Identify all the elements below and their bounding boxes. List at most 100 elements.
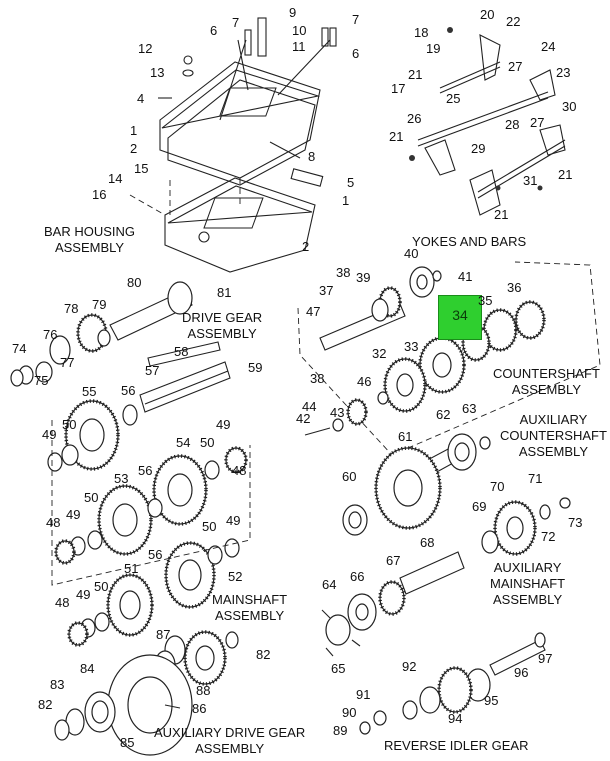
- caption-line: ASSEMBLY: [54, 240, 125, 255]
- callout-number: 36: [507, 280, 522, 295]
- callout-number: 48: [55, 595, 70, 610]
- callout-number: 77: [60, 355, 75, 370]
- callout-number: 91: [356, 687, 371, 702]
- caption-yokes-and-bars: YOKES AND BARS: [412, 234, 526, 250]
- callout-number: 49: [66, 507, 81, 522]
- callout-number: 62: [436, 407, 451, 422]
- callout-number: 59: [248, 360, 263, 375]
- callout-number: 9: [289, 5, 297, 20]
- callout-number: 25: [446, 91, 461, 106]
- callout-number: 41: [458, 269, 473, 284]
- callout-number: 10: [292, 23, 307, 38]
- callout-number: 29: [471, 141, 486, 156]
- callout-number: 35: [478, 293, 493, 308]
- callout-number: 47: [306, 304, 321, 319]
- callout-number: 28: [505, 117, 520, 132]
- callout-number: 82: [256, 647, 271, 662]
- callout-number: 56: [121, 383, 136, 398]
- callout-number: 1: [342, 193, 350, 208]
- caption-line: REVERSE IDLER GEAR: [384, 738, 529, 753]
- callout-number: 86: [192, 701, 207, 716]
- callout-number: 56: [138, 463, 153, 478]
- caption-line: ASSEMBLY: [215, 608, 285, 623]
- callout-number: 15: [134, 161, 149, 176]
- callout-number: 38: [310, 371, 325, 386]
- callout-number: 58: [174, 344, 189, 359]
- highlighted-part-marker[interactable]: 34: [438, 295, 482, 340]
- callout-number: 32: [372, 346, 387, 361]
- callout-number: 50: [94, 579, 109, 594]
- callout-number: 95: [484, 693, 499, 708]
- callout-number: 87: [156, 627, 171, 642]
- caption-line: ASSEMBLY: [518, 444, 588, 459]
- callout-number: 21: [558, 167, 573, 182]
- caption-mainshaft: MAINSHAFT ASSEMBLY: [212, 592, 287, 624]
- callout-number: 68: [420, 535, 435, 550]
- callout-number: 4: [137, 91, 145, 106]
- callout-number: 13: [150, 65, 165, 80]
- caption-line: AUXILIARY DRIVE GEAR: [154, 725, 306, 740]
- callout-number: 20: [480, 7, 495, 22]
- callout-number: 67: [386, 553, 401, 568]
- highlighted-part-number: 34: [452, 307, 468, 323]
- caption-auxiliary-drive-gear: AUXILIARY DRIVE GEAR ASSEMBLY: [154, 725, 305, 757]
- callout-number: 7: [352, 12, 360, 27]
- callout-number: 72: [541, 529, 556, 544]
- caption-reverse-idler-gear: REVERSE IDLER GEAR: [384, 738, 529, 754]
- callout-number: 26: [407, 111, 422, 126]
- auxiliary-mainshaft-artwork: [321, 497, 571, 657]
- caption-line: AUXILIARY: [519, 412, 588, 427]
- callout-number: 74: [12, 341, 27, 356]
- callout-number: 50: [200, 435, 215, 450]
- callout-number: 27: [530, 115, 545, 130]
- caption-drive-gear: DRIVE GEAR ASSEMBLY: [182, 310, 262, 342]
- callout-number: 84: [80, 661, 95, 676]
- callout-number: 14: [108, 171, 123, 186]
- callout-number: 60: [342, 469, 357, 484]
- caption-line: ASSEMBLY: [511, 382, 581, 397]
- callout-number: 83: [50, 677, 65, 692]
- mainshaft-artwork: [47, 341, 251, 647]
- callout-number: 50: [62, 417, 77, 432]
- callout-number: 1: [130, 123, 138, 138]
- callout-number: 21: [494, 207, 509, 222]
- callout-number: 18: [414, 25, 429, 40]
- callout-number: 39: [356, 270, 371, 285]
- callout-number: 16: [92, 187, 107, 202]
- callout-number: 2: [130, 141, 138, 156]
- callout-number: 69: [472, 499, 487, 514]
- caption-line: ASSEMBLY: [493, 592, 563, 607]
- callout-number: 5: [347, 175, 355, 190]
- auxiliary-drive-gear-artwork: [54, 630, 239, 756]
- callout-number: 70: [490, 479, 505, 494]
- callout-number: 27: [508, 59, 523, 74]
- callout-number: 8: [308, 149, 316, 164]
- caption-line: BAR HOUSING: [44, 224, 136, 239]
- callout-number: 31: [523, 173, 538, 188]
- callout-number: 56: [148, 547, 163, 562]
- callout-number: 76: [43, 327, 58, 342]
- drive-gear-artwork: [10, 281, 193, 387]
- bar-housing-artwork: [129, 17, 337, 273]
- callout-number: 48: [46, 515, 61, 530]
- callout-number: 24: [541, 39, 556, 54]
- callout-number: 33: [404, 339, 419, 354]
- callout-number: 55: [82, 384, 97, 399]
- callout-number: 17: [391, 81, 406, 96]
- callout-number: 12: [138, 41, 153, 56]
- callout-number: 73: [568, 515, 583, 530]
- callout-number: 65: [331, 661, 346, 676]
- callout-number: 44: [302, 399, 317, 414]
- callout-number: 90: [342, 705, 357, 720]
- callout-number: 42: [296, 411, 311, 426]
- callout-number: 75: [34, 373, 49, 388]
- callout-number: 40: [404, 246, 419, 261]
- callout-number: 43: [330, 405, 345, 420]
- callout-number: 64: [322, 577, 337, 592]
- callout-number: 6: [352, 46, 360, 61]
- callout-number: 57: [145, 363, 160, 378]
- caption-line: ASSEMBLY: [187, 326, 257, 341]
- callout-number: 97: [538, 651, 553, 666]
